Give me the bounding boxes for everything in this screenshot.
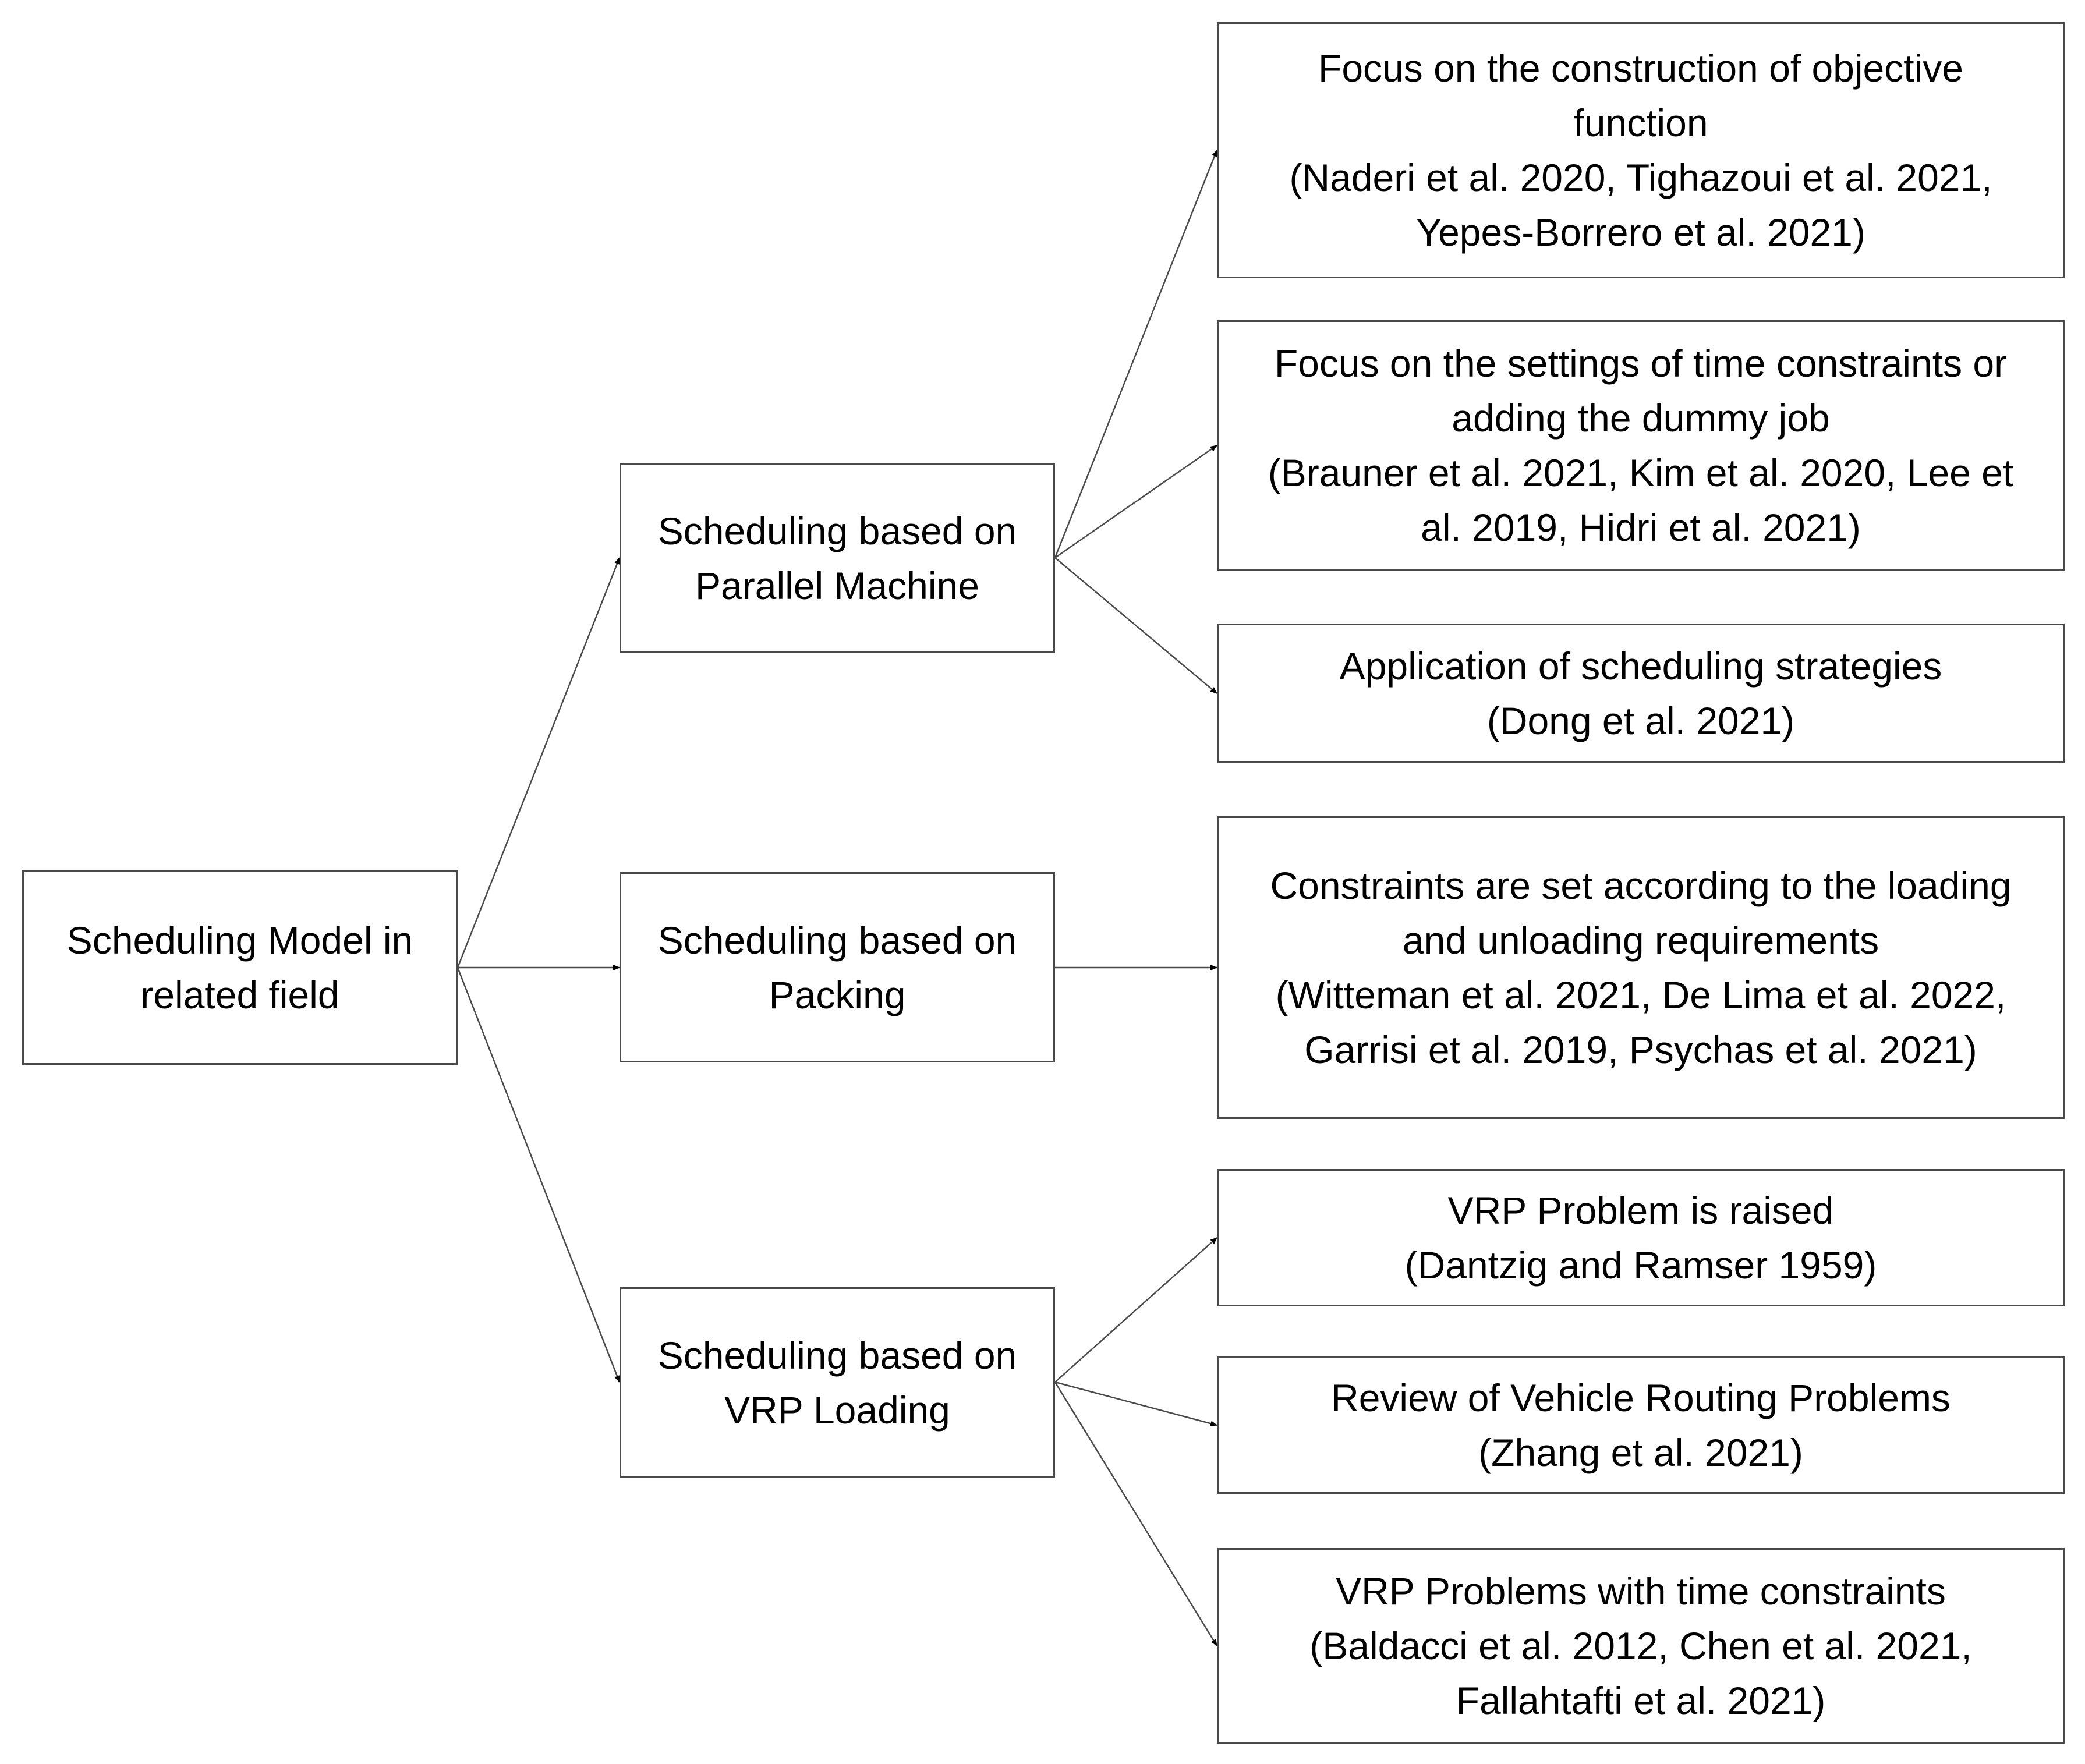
leaf-node-line: (Dong et al. 2021) <box>1486 699 1795 742</box>
leaf-node-line: Review of Vehicle Routing Problems <box>1331 1376 1951 1419</box>
leaf-node-time-constraints: Focus on the settings of time constraint… <box>1217 320 2065 571</box>
arrow-vrp-to-time-constraints <box>1054 1382 1218 1646</box>
leaf-node-line: function <box>1573 101 1708 144</box>
leaf-node-line: VRP Problem is raised <box>1447 1189 1834 1232</box>
arrow-root-to-vrp-loading <box>456 967 621 1383</box>
branch-node-line: Scheduling based on <box>657 918 1017 962</box>
leaf-node-line: (Brauner et al. 2021, Kim et al. 2020, L… <box>1268 451 2014 494</box>
branch-node-parallel-machine: Scheduling based on Parallel Machine <box>620 463 1055 653</box>
branch-node-line: Parallel Machine <box>695 564 979 607</box>
arrow-parallel-to-objective <box>1054 150 1218 558</box>
leaf-node-line: (Naderi et al. 2020, Tighazoui et al. 20… <box>1289 156 1992 199</box>
leaf-node-vrp-review: Review of Vehicle Routing Problems (Zhan… <box>1217 1356 2065 1494</box>
arrow-vrp-to-review <box>1054 1381 1217 1427</box>
leaf-node-objective-function: Focus on the construction of objective f… <box>1217 22 2065 278</box>
leaf-node-line: Fallahtafti et al. 2021) <box>1456 1679 1826 1722</box>
connectors <box>456 150 1218 1646</box>
root-node-line: Scheduling Model in <box>66 919 413 962</box>
branch-node-line: Scheduling based on <box>657 509 1017 552</box>
arrow-vrp-to-raised <box>1054 1237 1217 1383</box>
arrow-root-to-parallel-machine <box>456 557 621 968</box>
branch-node-packing: Scheduling based on Packing <box>620 872 1055 1062</box>
leaf-node-vrp-raised: VRP Problem is raised (Dantzig and Ramse… <box>1217 1169 2065 1306</box>
root-node: Scheduling Model in related field <box>22 870 458 1065</box>
leaf-node-line: Focus on the construction of objective <box>1318 47 1963 90</box>
leaf-node-line: and unloading requirements <box>1402 919 1879 962</box>
leaf-node-line: (Zhang et al. 2021) <box>1478 1431 1803 1474</box>
leaf-node-line: Yepes-Borrero et al. 2021) <box>1416 211 1865 254</box>
leaf-node-line: adding the dummy job <box>1452 396 1830 440</box>
leaf-node-line: VRP Problems with time constraints <box>1336 1570 1946 1613</box>
leaf-node-line: Application of scheduling strategies <box>1339 644 1942 688</box>
leaf-node-line: Garrisi et al. 2019, Psychas et al. 2021… <box>1304 1028 1977 1071</box>
branch-node-line: Packing <box>769 973 906 1016</box>
leaf-node-line: al. 2019, Hidri et al. 2021) <box>1421 506 1861 549</box>
leaf-node-line: (Baldacci et al. 2012, Chen et al. 2021, <box>1309 1624 1972 1667</box>
leaf-node-scheduling-strategies: Application of scheduling strategies (Do… <box>1217 624 2065 763</box>
leaf-node-line: (Witteman et al. 2021, De Lima et al. 20… <box>1275 973 2006 1016</box>
branch-node-vrp-loading: Scheduling based on VRP Loading <box>620 1287 1055 1478</box>
arrow-parallel-to-strategies <box>1054 557 1217 694</box>
leaf-node-line: (Dantzig and Ramser 1959) <box>1404 1244 1877 1287</box>
branch-node-line: VRP Loading <box>724 1388 950 1432</box>
arrow-parallel-to-time <box>1054 444 1217 559</box>
branch-node-line: Scheduling based on <box>657 1333 1017 1377</box>
root-node-line: related field <box>140 973 339 1016</box>
leaf-node-line: Constraints are set according to the loa… <box>1270 864 2012 907</box>
leaf-node-vrp-time-constraints: VRP Problems with time constraints (Bald… <box>1217 1548 2065 1744</box>
leaf-node-line: Focus on the settings of time constraint… <box>1274 342 2008 385</box>
leaf-node-loading-constraints: Constraints are set according to the loa… <box>1217 816 2065 1119</box>
